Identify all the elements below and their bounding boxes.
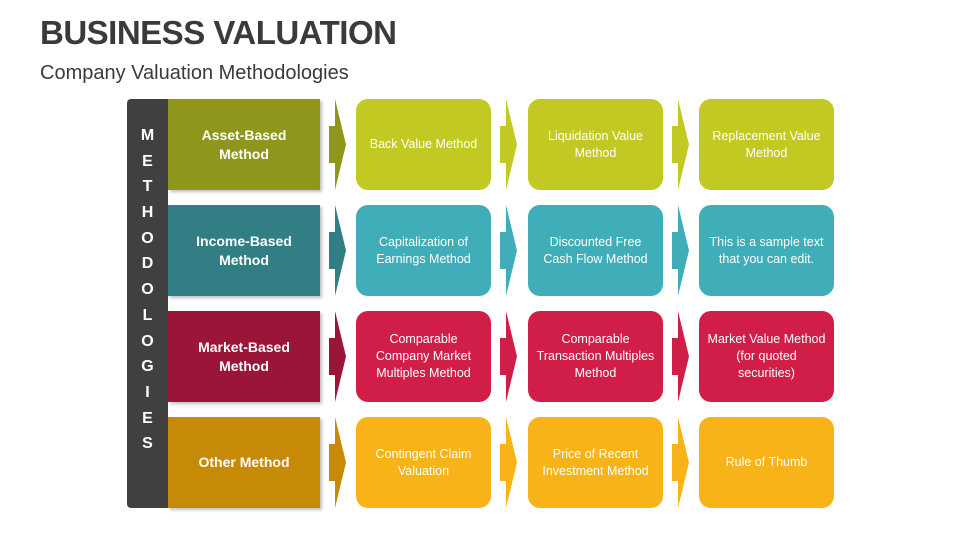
- method-box: This is a sample text that you can edit.: [699, 205, 834, 296]
- sidebar-letter: H: [141, 204, 154, 222]
- method-box: Contingent Claim Valuation: [356, 417, 491, 508]
- method-box: Comparable Company Market Multiples Meth…: [356, 311, 491, 402]
- arrow-right-icon: [329, 417, 346, 508]
- sidebar-letter: O: [141, 281, 154, 299]
- arrow-right-icon: [500, 311, 517, 402]
- arrow-right-icon: [672, 417, 689, 508]
- arrow-right-icon: [329, 99, 346, 190]
- arrow-right-icon: [500, 99, 517, 190]
- sidebar-letter: L: [142, 306, 153, 324]
- arrow-right-icon: [500, 205, 517, 296]
- method-box: Liquidation Value Method: [528, 99, 663, 190]
- category-1: Income-Based Method: [168, 205, 320, 296]
- arrow-right-icon: [672, 205, 689, 296]
- method-box: Capitalization of Earnings Method: [356, 205, 491, 296]
- sidebar-letter: E: [142, 409, 153, 427]
- page-subtitle: Company Valuation Methodologies: [40, 62, 349, 84]
- sidebar-letter: E: [142, 152, 153, 170]
- sidebar-letter: S: [142, 435, 153, 453]
- page-title: BUSINESS VALUATION: [40, 14, 397, 51]
- method-box: Back Value Method: [356, 99, 491, 190]
- method-box: Replacement Value Method: [699, 99, 834, 190]
- sidebar-letter: M: [140, 127, 155, 144]
- method-box: Discounted Free Cash Flow Method: [528, 205, 663, 296]
- arrow-right-icon: [329, 205, 346, 296]
- sidebar-letter: G: [141, 358, 154, 376]
- category-3: Other Method: [168, 417, 320, 508]
- method-box: Price of Recent Investment Method: [528, 417, 663, 508]
- method-box: Comparable Transaction Multiples Method: [528, 311, 663, 402]
- sidebar-letter: O: [141, 229, 154, 247]
- arrow-right-icon: [672, 311, 689, 402]
- arrow-right-icon: [500, 417, 517, 508]
- arrow-right-icon: [329, 311, 346, 402]
- method-box: Market Value Method (for quoted securiti…: [699, 311, 834, 402]
- method-box: Rule of Thumb: [699, 417, 834, 508]
- sidebar-letter: O: [141, 332, 154, 350]
- sidebar-letter: T: [142, 178, 153, 196]
- category-0: Asset-Based Method: [168, 99, 320, 190]
- category-2: Market-Based Method: [168, 311, 320, 402]
- sidebar-letter: D: [141, 255, 154, 273]
- sidebar-letter: I: [145, 383, 150, 401]
- arrow-right-icon: [672, 99, 689, 190]
